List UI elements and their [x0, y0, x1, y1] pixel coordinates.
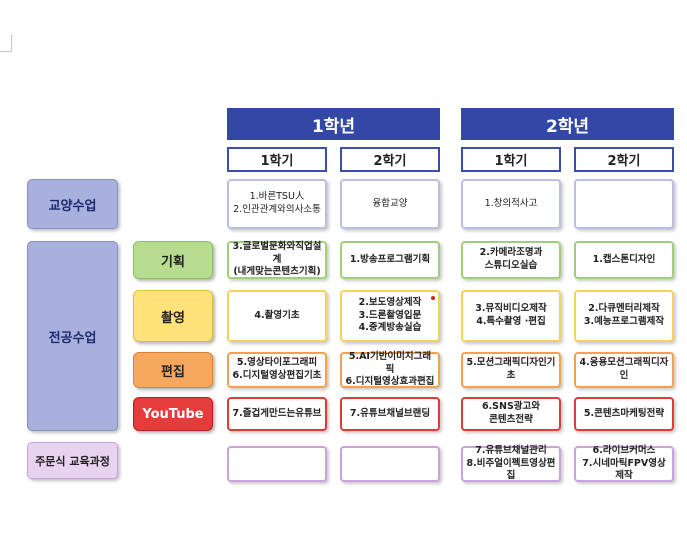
cell-text: 1.바른TSU人 2.인관관계와의사소통 — [233, 191, 321, 215]
cell-text: 1.방송프로그램기획 — [349, 253, 431, 265]
year-header-1: 1학년 — [227, 108, 440, 140]
cell-text: 7.유튜브채널브랜딩 — [349, 407, 431, 419]
subcategory-editing: 편집 — [133, 352, 213, 388]
cell-text: 4.촬영기초 — [254, 309, 300, 321]
cell-text: 5.영상타이포그래피 6.디지털영상편집기초 — [232, 357, 322, 381]
cell-youtube-y1-s1: 7.즐겁게만드는유튜브 — [227, 397, 327, 431]
year-header-2: 2학년 — [461, 108, 674, 140]
cell-general-y1-s1: 1.바른TSU人 2.인관관계와의사소통 — [227, 179, 327, 229]
cell-general-y1-s2: 융합교양 — [340, 179, 440, 229]
cell-text: 6.라이브커머스 7.시네마틱FPV영상제작 — [582, 445, 666, 482]
subcategory-shooting: 촬영 — [133, 290, 213, 342]
cell-shooting-y1-s1: 4.촬영기초 — [227, 290, 327, 342]
cell-text: 2.다큐멘터리제작 3.예능프로그램제작 — [583, 303, 665, 327]
cell-shooting-y2-s1: 3.뮤직비디오제작 4.특수촬영 ·편집 — [461, 290, 561, 342]
red-dot-marker — [431, 296, 435, 300]
cell-text: 5.모션그래픽디자인기초 — [466, 357, 556, 381]
cell-youtube-y1-s2: 7.유튜브채널브랜딩 — [340, 397, 440, 431]
cell-editing-y2-s2: 4.응용모션그래픽디자인 — [574, 352, 674, 388]
cell-custom-y1-s1 — [227, 446, 327, 482]
category-general: 교양수업 — [27, 179, 118, 229]
cell-shooting-y1-s2: 2.보도영상제작 3.드론촬영입문 4.중계방송실습 — [340, 290, 440, 342]
cell-custom-y2-s2: 6.라이브커머스 7.시네마틱FPV영상제작 — [574, 445, 674, 482]
cell-text: 5.AI기반이미지그래픽 6.디지털영상효과편집 — [345, 351, 435, 388]
semester-header-y1-s1: 1학기 — [227, 147, 327, 172]
cell-planning-y2-s1: 2.카메라조명과 스튜디오실습 — [461, 241, 561, 279]
cell-custom-y1-s2 — [340, 446, 440, 482]
cell-text: 7.유튜브채널관리 8.비주얼이펙트영상편집 — [466, 445, 556, 482]
subcategory-planning: 기획 — [133, 241, 213, 279]
subcategory-youtube: YouTube — [133, 397, 213, 431]
cell-planning-y1-s1: 3.글로벌문화와직업설계 (내게맞는콘텐츠기획) — [227, 241, 327, 279]
cell-editing-y2-s1: 5.모션그래픽디자인기초 — [461, 352, 561, 388]
category-custom: 주문식 교육과정 — [27, 442, 118, 479]
cell-editing-y1-s2: 5.AI기반이미지그래픽 6.디지털영상효과편집 — [340, 351, 440, 388]
cell-custom-y2-s1: 7.유튜브채널관리 8.비주얼이펙트영상편집 — [461, 445, 561, 482]
cell-text: 2.보도영상제작 3.드론촬영입문 4.중계방송실습 — [358, 297, 422, 334]
cell-shooting-y2-s2: 2.다큐멘터리제작 3.예능프로그램제작 — [574, 290, 674, 342]
category-major: 전공수업 — [27, 241, 118, 431]
cell-text: 6.SNS광고와 콘텐츠전략 — [481, 401, 541, 425]
cell-planning-y1-s2: 1.방송프로그램기획 — [340, 241, 440, 279]
cell-general-y2-s2 — [574, 179, 674, 229]
semester-header-y2-s2: 2학기 — [574, 147, 674, 172]
cell-text: 1.창의적사고 — [484, 197, 538, 209]
semester-header-y1-s2: 2학기 — [340, 147, 440, 172]
cell-text: 4.응용모션그래픽디자인 — [579, 357, 669, 381]
corner-mark — [0, 34, 12, 52]
cell-text: 3.뮤직비디오제작 4.특수촬영 ·편집 — [475, 303, 547, 327]
semester-header-y2-s1: 1학기 — [461, 147, 561, 172]
cell-youtube-y2-s1: 6.SNS광고와 콘텐츠전략 — [461, 397, 561, 431]
cell-general-y2-s1: 1.창의적사고 — [461, 179, 561, 229]
cell-text: 5.콘텐츠마케팅전략 — [583, 407, 665, 419]
cell-text: 1.캡스톤디자인 — [592, 253, 656, 265]
cell-editing-y1-s1: 5.영상타이포그래피 6.디지털영상편집기초 — [227, 352, 327, 388]
cell-youtube-y2-s2: 5.콘텐츠마케팅전략 — [574, 397, 674, 431]
cell-text: 7.즐겁게만드는유튜브 — [232, 407, 322, 419]
cell-text: 2.카메라조명과 스튜디오실습 — [479, 247, 543, 271]
cell-text: 3.글로벌문화와직업설계 (내게맞는콘텐츠기획) — [232, 241, 322, 278]
cell-planning-y2-s2: 1.캡스톤디자인 — [574, 241, 674, 279]
cell-text: 융합교양 — [372, 197, 408, 209]
